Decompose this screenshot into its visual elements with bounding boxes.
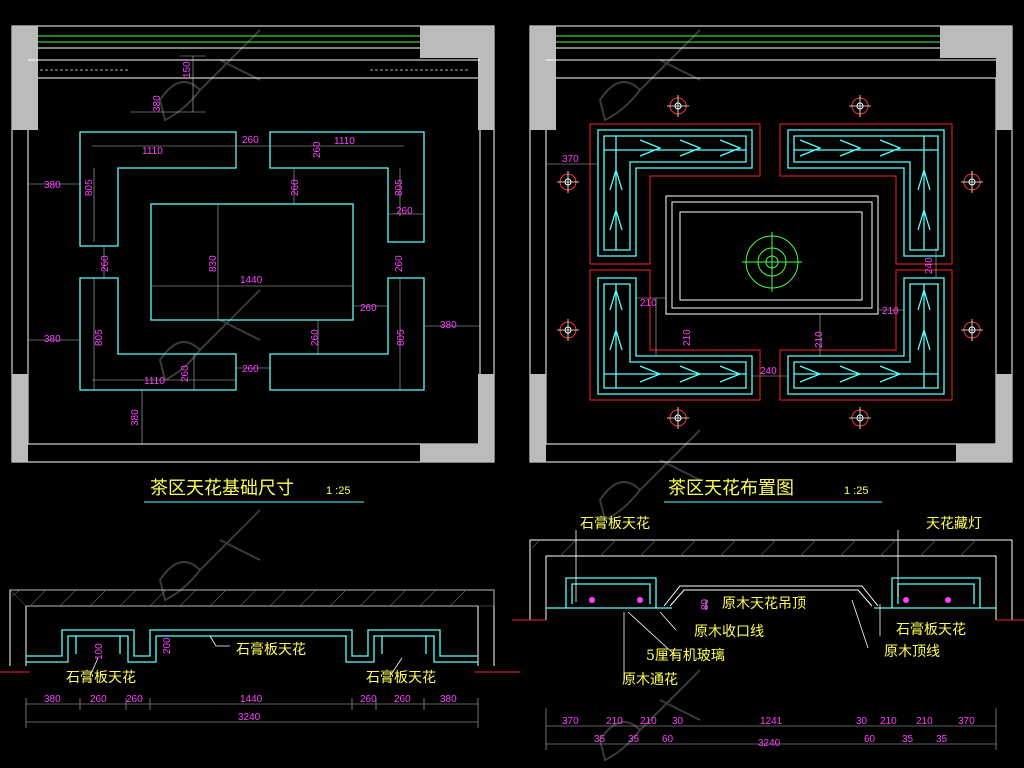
- dim-380-top: 380: [152, 95, 163, 112]
- lattice-top-left: [597, 129, 753, 257]
- dim-row2-5: 35: [936, 734, 948, 745]
- dim-370: 370: [562, 154, 579, 165]
- label-wood-ceiling: 原木天花吊顶: [722, 596, 806, 612]
- dim-1110-c: 1110: [144, 376, 165, 387]
- watermark: [158, 29, 701, 762]
- dim-row2-4: 35: [902, 734, 914, 745]
- label-gypsum-mid: 石膏板天花: [236, 641, 306, 658]
- dim-row2-0: 35: [594, 734, 606, 745]
- dimension-chain: 380 260 260 1440 260 260 380: [44, 694, 457, 705]
- dim-210-b: 210: [682, 329, 693, 346]
- dim-row1-7: 210: [916, 716, 933, 727]
- dim-row2-2: 60: [662, 734, 674, 745]
- lattice-top-right: [787, 129, 945, 257]
- dim-240-b: 240: [760, 366, 777, 377]
- dim-200: 200: [162, 637, 173, 654]
- dim-100: 100: [94, 643, 105, 660]
- panel-scale: 1 :25: [844, 485, 868, 497]
- label-hidden-light: 天花藏灯: [926, 516, 982, 532]
- dim-380-left-a: 380: [44, 180, 61, 191]
- label-gypsum-right: 石膏板天花: [366, 669, 436, 686]
- dim-row1-8: 370: [958, 716, 975, 727]
- dim-260-f: 260: [394, 255, 405, 272]
- dim-260-a: 260: [242, 135, 259, 146]
- dim-row-1: 260: [90, 694, 107, 705]
- dim-row2-1: 35: [628, 734, 640, 745]
- dim-380-bottom: 380: [130, 409, 141, 426]
- dim-380-right: 380: [440, 320, 457, 331]
- dim-row1-2: 210: [640, 716, 657, 727]
- dim-row-4: 260: [360, 694, 377, 705]
- dim-830: 830: [208, 255, 219, 272]
- dim-260-d: 260: [396, 206, 413, 217]
- dim-1110-b: 1110: [334, 136, 355, 147]
- label-gypsum-right: 石膏板天花: [896, 621, 966, 638]
- dim-210-d: 210: [882, 306, 899, 317]
- dim-row-6: 380: [440, 694, 457, 705]
- lattice-bottom-right: [787, 277, 945, 395]
- dim-210-c: 210: [814, 331, 825, 348]
- dim-row1-1: 210: [606, 716, 623, 727]
- dim-805-b: 805: [394, 179, 405, 196]
- panel-title: 茶区天花基础尺寸: [150, 478, 294, 499]
- dim-total: 3240: [238, 712, 261, 723]
- label-wood-top-line: 原木顶线: [884, 644, 940, 660]
- dim-805-d: 805: [396, 329, 407, 346]
- label-wood-trim: 原木收口线: [694, 624, 764, 640]
- panel-ceiling-section: 80 石膏板天花 天花藏灯 原木天花吊顶 原木收口线 5厘有机玻璃 原木通花 石…: [512, 515, 1024, 750]
- dim-row-0: 380: [44, 694, 61, 705]
- dim-row1-4: 1241: [760, 716, 783, 727]
- dim-row1-6: 210: [880, 716, 897, 727]
- dim-260-j: 260: [180, 365, 191, 382]
- panel-ceiling-layout: 370 210 210 210 210 240 240 茶区天花布置图 1 :2…: [529, 25, 1013, 503]
- label-wood-grille: 原木通花: [622, 672, 678, 688]
- panel-foundation-section: 100 200 石膏板天花 石膏板天花 石膏板天花 380 260 260 1440 2…: [0, 589, 520, 728]
- dim-1110-a: 1110: [142, 146, 163, 157]
- dim-805-a: 805: [84, 179, 95, 196]
- label-gypsum-top: 石膏板天花: [580, 515, 650, 532]
- dimension-chain-lower: 35 35 60 60 35 35: [594, 734, 948, 745]
- dim-row-5: 260: [394, 694, 411, 705]
- panel-foundation-dimensions: 150 380 1110 260 1110 260 380 805 260 80…: [11, 25, 495, 503]
- lattice-bottom-left: [597, 277, 753, 395]
- dim-row2-3: 60: [864, 734, 876, 745]
- dim-260-e: 260: [100, 255, 111, 272]
- dimension-chain-upper: 370 210 210 30 1241 30 210 210 370: [562, 716, 975, 727]
- dim-row1-0: 370: [562, 716, 579, 727]
- dim-row-3: 1440: [240, 694, 263, 705]
- panel-title: 茶区天花布置图: [668, 478, 794, 499]
- label-gypsum-left: 石膏板天花: [66, 669, 136, 686]
- dim-80: 80: [700, 598, 711, 610]
- dim-260-h: 260: [310, 329, 321, 346]
- dim-total: 3240: [758, 738, 781, 749]
- dim-row1-5: 30: [856, 716, 868, 727]
- downlight-icons: [557, 95, 983, 429]
- dim-1440: 1440: [240, 275, 263, 286]
- dim-260-c: 260: [290, 179, 301, 196]
- label-glass: 5厘有机玻璃: [646, 647, 725, 664]
- ceiling-light-icon: [742, 232, 802, 292]
- dim-210-a: 210: [640, 298, 657, 309]
- dim-260-g: 260: [360, 303, 377, 314]
- dim-row-2: 260: [126, 694, 143, 705]
- panel-scale: 1 :25: [326, 485, 350, 497]
- dim-260-b: 260: [312, 141, 323, 158]
- dim-380-left-b: 380: [44, 334, 61, 345]
- dim-150: 150: [182, 61, 193, 78]
- dim-260-i: 260: [242, 364, 259, 375]
- dim-row1-3: 30: [672, 716, 684, 727]
- dim-805-c: 805: [94, 329, 105, 346]
- dim-240-a: 240: [924, 257, 935, 274]
